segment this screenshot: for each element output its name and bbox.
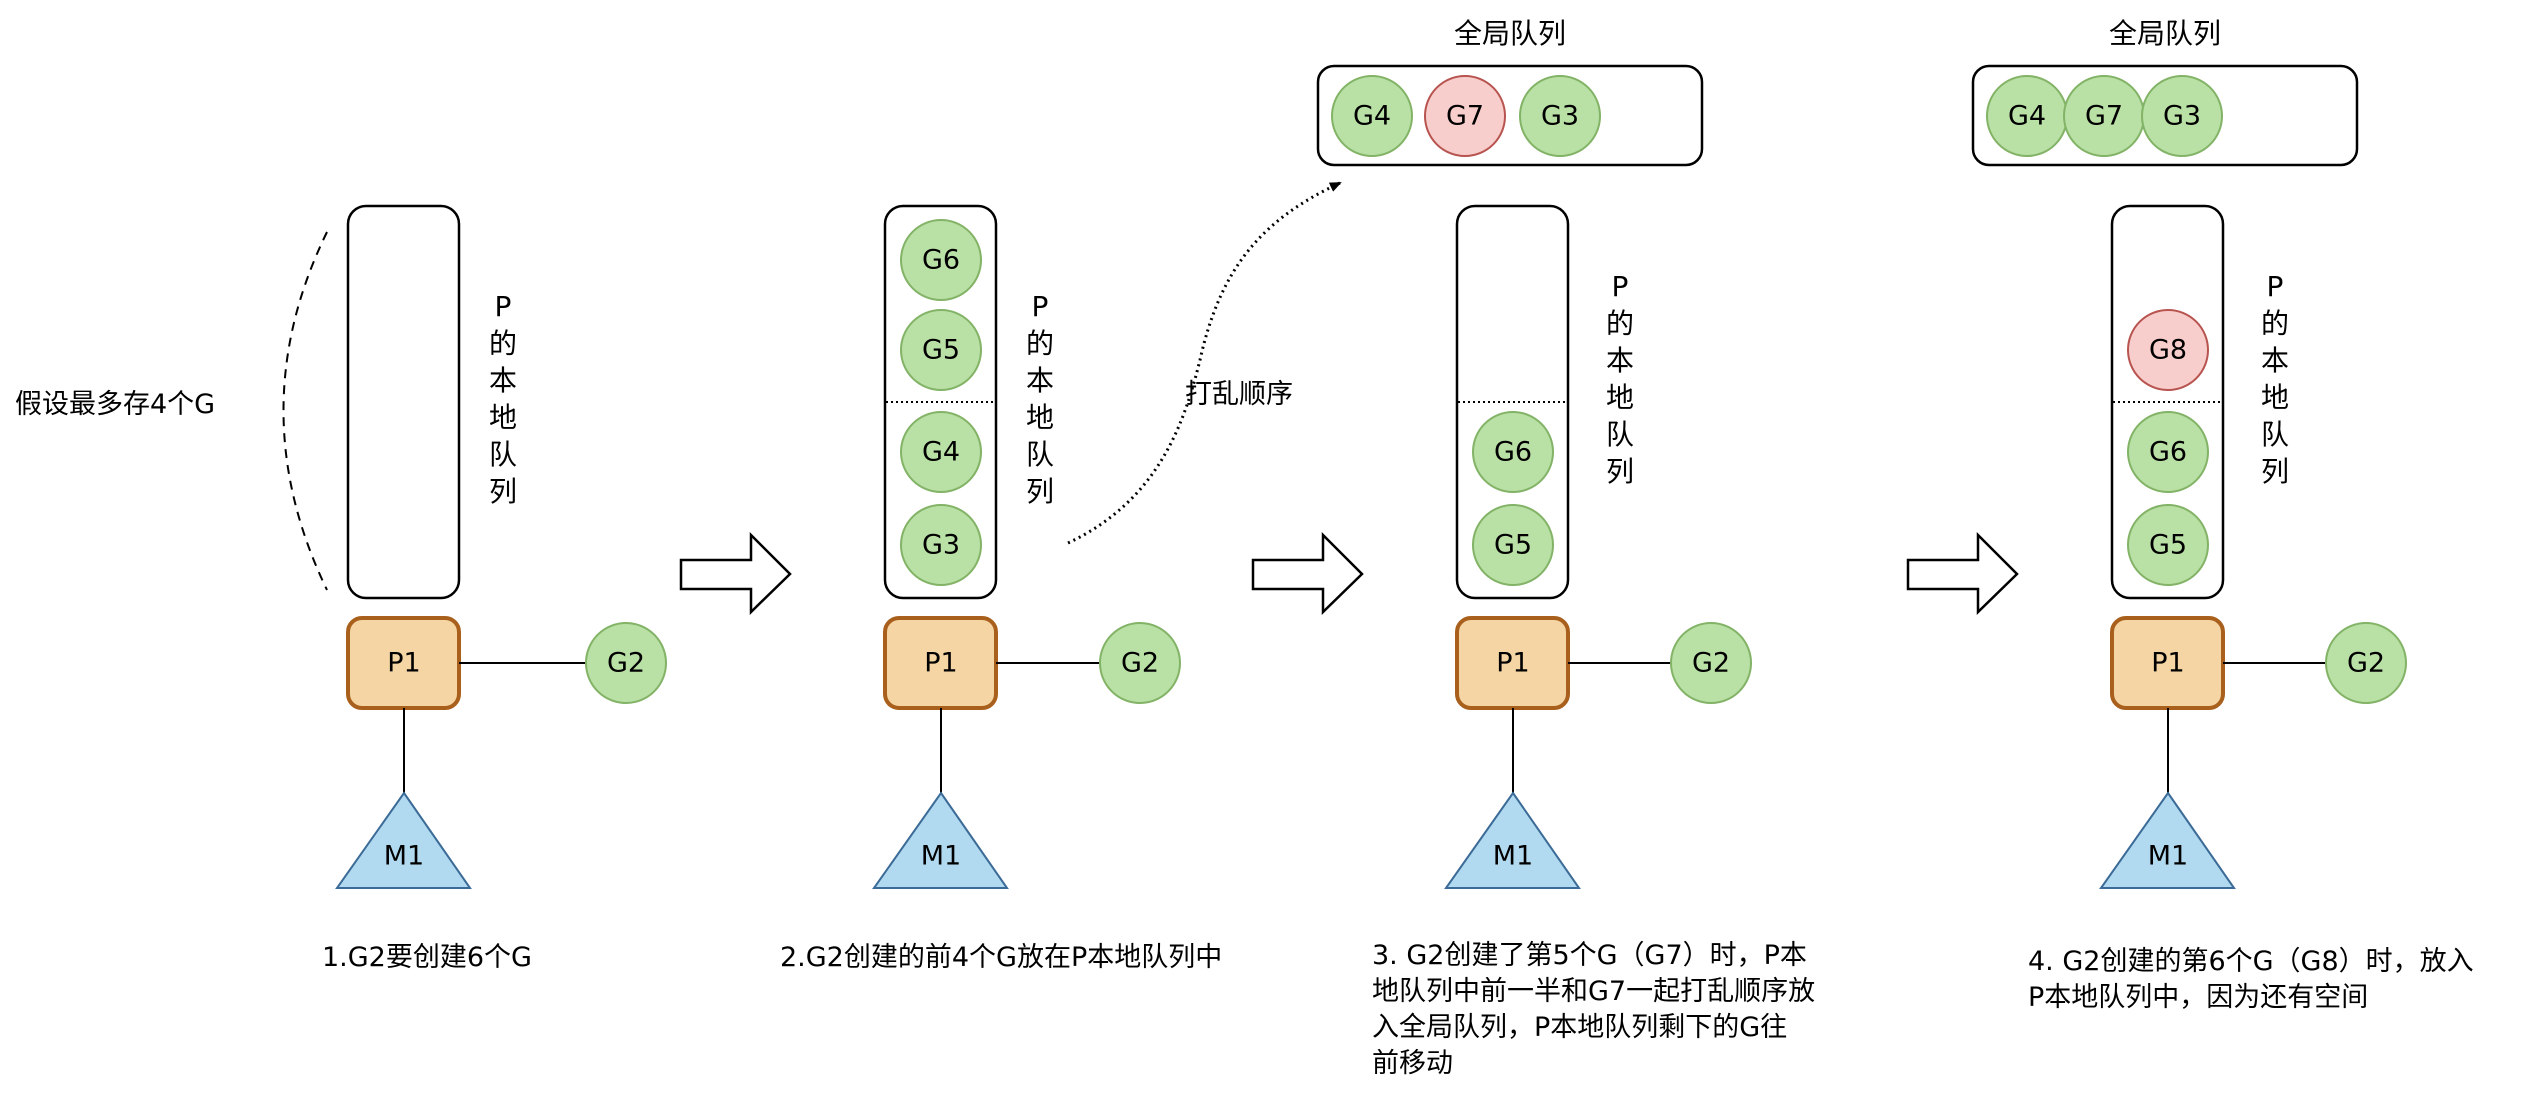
local-queue-box — [2110, 204, 2225, 600]
processor-label: P1 — [2151, 648, 2184, 679]
goroutine-g4: G4 — [900, 411, 982, 493]
goroutine-label: G8 — [2149, 335, 2187, 366]
goroutine-g2: G2 — [1670, 622, 1752, 704]
goroutine-label: G2 — [1692, 648, 1730, 679]
goroutine-circle — [900, 504, 982, 586]
goroutine-label: G5 — [2149, 530, 2187, 561]
processor-label: P1 — [1496, 648, 1529, 679]
goroutine-label: G3 — [922, 530, 960, 561]
goroutine-circle — [2127, 504, 2209, 586]
p-local-queue-label-4: P的本地队列 — [2260, 270, 2289, 488]
machine-label: M1 — [2148, 841, 2188, 872]
goroutine-circle — [2127, 309, 2209, 391]
p-local-queue-label-3: P的本地队列 — [1605, 270, 1634, 488]
goroutine-circle — [900, 309, 982, 391]
goroutine-circle — [1472, 504, 1554, 586]
goroutine-g4: G4 — [1986, 75, 2068, 157]
goroutine-g3: G3 — [2141, 75, 2223, 157]
machine-label: M1 — [1493, 841, 1533, 872]
global-queue: G4 G7 G3 — [1316, 64, 1704, 167]
goroutine-circle — [1424, 75, 1506, 157]
goroutine-circle — [2127, 411, 2209, 493]
goroutine-g6: G6 — [1472, 411, 1554, 493]
local-queue-box — [1455, 204, 1570, 600]
goroutine-circle — [1472, 411, 1554, 493]
global-queue-title-3: 全局队列 — [1453, 17, 1567, 50]
goroutine-label: G2 — [2347, 648, 2385, 679]
goroutine-g5: G5 — [900, 309, 982, 391]
global-queue-box — [1316, 64, 1704, 167]
goroutine-g5: G5 — [2127, 504, 2209, 586]
machine-m1 — [1444, 791, 1581, 889]
shuffle-curve-arrow — [1067, 181, 1342, 545]
goroutine-label: G3 — [2163, 101, 2201, 132]
step-arrow-2 — [1251, 531, 1364, 615]
goroutine-g3: G3 — [900, 504, 982, 586]
goroutine-circle — [1099, 622, 1181, 704]
processor-label: P1 — [387, 648, 420, 679]
goroutine-label: G6 — [922, 245, 960, 276]
processor-label: P1 — [924, 648, 957, 679]
step-caption-4: 4. G2创建的第6个G（G8）时，放入 P本地队列中，因为还有空间 — [2028, 946, 2474, 1013]
machine-label: M1 — [384, 841, 424, 872]
goroutine-g8: G8 — [2127, 309, 2209, 391]
goroutine-label: G3 — [1541, 101, 1579, 132]
goroutine-g7: G7 — [1424, 75, 1506, 157]
local-queue-box — [883, 204, 998, 600]
shuffle-label: 打乱顺序 — [1185, 379, 1293, 410]
step-arrow-1 — [679, 531, 792, 615]
goroutine-circle — [1331, 75, 1413, 157]
goroutine-label: G2 — [1121, 648, 1159, 679]
step-caption-1: 1.G2要创建6个G — [322, 942, 532, 973]
goroutine-label: G5 — [922, 335, 960, 366]
machine-m1 — [872, 791, 1009, 889]
goroutine-g7: G7 — [2063, 75, 2145, 157]
p-local-queue-label-2: P的本地队列 — [1025, 290, 1054, 508]
goroutine-label: G5 — [1494, 530, 1532, 561]
goroutine-g4: G4 — [1331, 75, 1413, 157]
goroutine-label: G4 — [2008, 101, 2046, 132]
goroutine-circle — [900, 219, 982, 301]
goroutine-g2: G2 — [585, 622, 667, 704]
goroutine-label: G7 — [2085, 101, 2123, 132]
machine-label: M1 — [921, 841, 961, 872]
goroutine-label: G4 — [922, 437, 960, 468]
capacity-bracket-arc — [282, 231, 328, 591]
goroutine-circle — [585, 622, 667, 704]
goroutine-label: G4 — [1353, 101, 1391, 132]
global-queue: G4 G7 G3 — [1971, 64, 2359, 167]
local-queue-box — [346, 204, 461, 600]
capacity-note: 假设最多存4个G — [15, 389, 216, 420]
goroutine-g3: G3 — [1519, 75, 1601, 157]
step-caption-2: 2.G2创建的前4个G放在P本地队列中 — [780, 942, 1223, 973]
goroutine-circle — [2141, 75, 2223, 157]
step-arrow-3 — [1906, 531, 2019, 615]
step-caption-3: 3. G2创建了第5个G（G7）时，P本 地队列中前一半和G7一起打乱顺序放 入… — [1372, 940, 1816, 1079]
global-queue-title-4: 全局队列 — [2108, 17, 2222, 50]
goroutine-label: G2 — [607, 648, 645, 679]
goroutine-g2: G2 — [1099, 622, 1181, 704]
goroutine-circle — [900, 411, 982, 493]
goroutine-g2: G2 — [2325, 622, 2407, 704]
machine-m1 — [335, 791, 472, 889]
goroutine-circle — [2325, 622, 2407, 704]
machine-m1 — [2099, 791, 2236, 889]
goroutine-g6: G6 — [900, 219, 982, 301]
goroutine-g6: G6 — [2127, 411, 2209, 493]
goroutine-label: G6 — [1494, 437, 1532, 468]
p-local-queue-label-1: P的本地队列 — [488, 290, 517, 508]
goroutine-label: G6 — [2149, 437, 2187, 468]
goroutine-circle — [1519, 75, 1601, 157]
goroutine-g5: G5 — [1472, 504, 1554, 586]
goroutine-circle — [1670, 622, 1752, 704]
goroutine-label: G7 — [1446, 101, 1484, 132]
